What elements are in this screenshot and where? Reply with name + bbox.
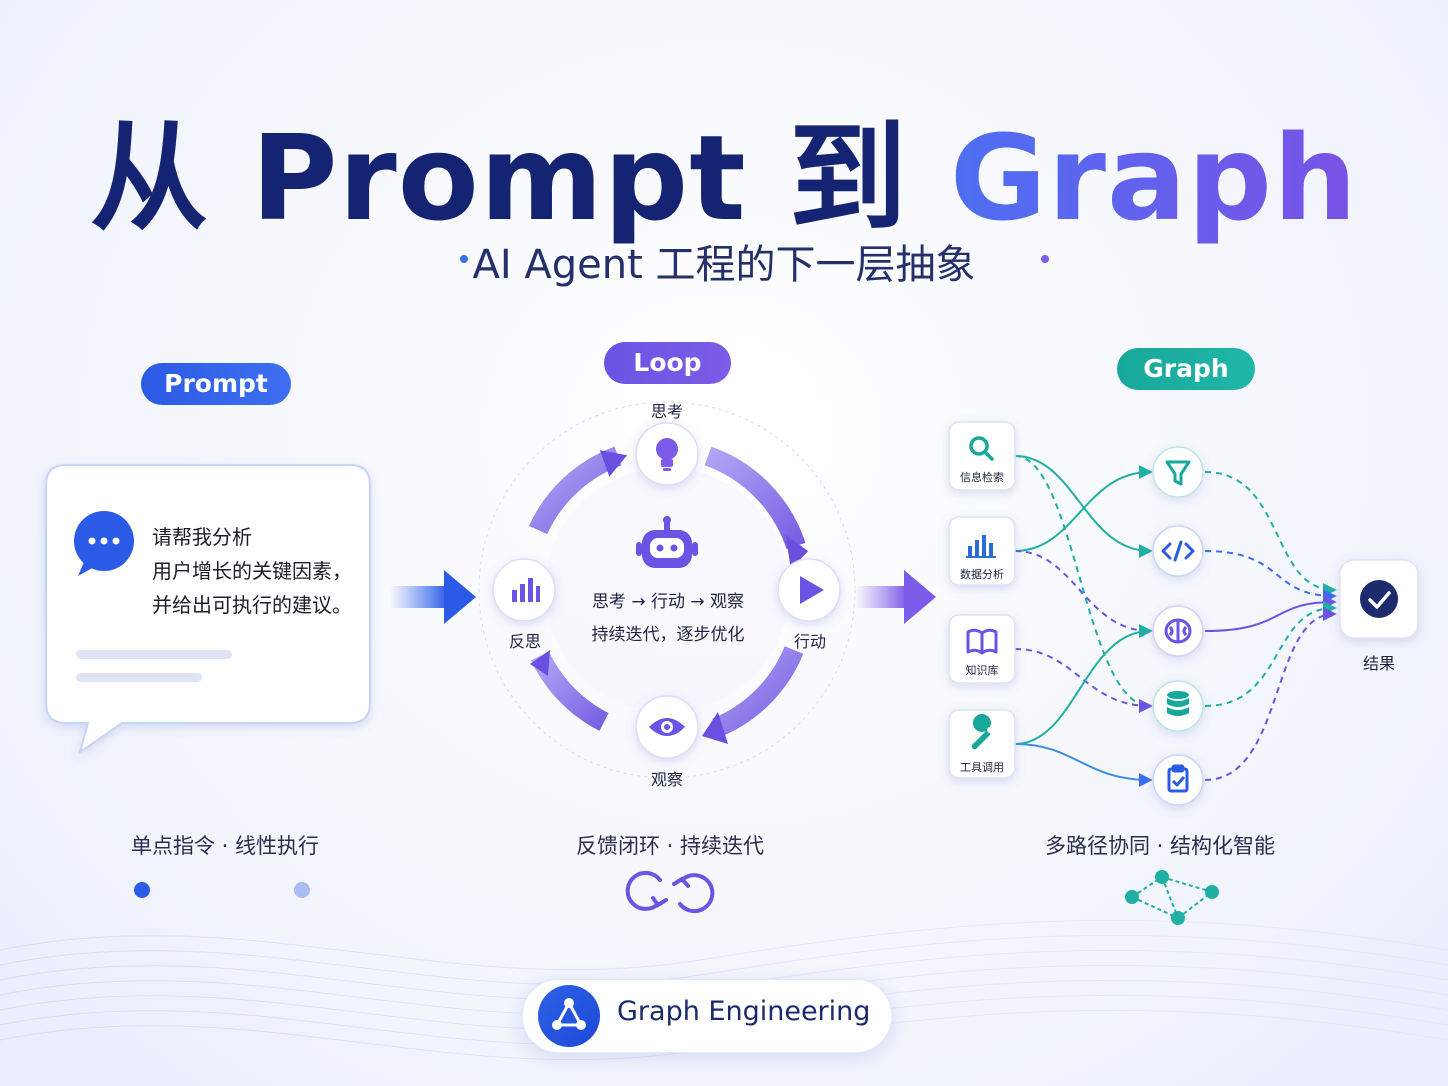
tool-label-knowledge: 知识库 <box>965 664 999 677</box>
title-part-from: 从 <box>89 109 209 247</box>
graph-engineering-icon <box>538 985 600 1047</box>
placeholder-line-2 <box>76 673 202 682</box>
bar-chart-icon <box>512 578 540 602</box>
title-part-to: 到 <box>788 109 908 247</box>
page-title: 从 Prompt 到 Graph <box>0 82 1448 247</box>
play-icon <box>800 576 824 604</box>
tool-label-search: 信息检索 <box>960 471 1004 484</box>
graph-label: Graph <box>1117 348 1255 390</box>
title-part-graph: Graph <box>949 109 1359 247</box>
loop-center-line-1: 思考 → 行动 → 观察 <box>591 592 745 612</box>
graph-caption: 多路径协同 · 结构化智能 <box>1044 834 1276 858</box>
database-icon <box>1167 691 1189 716</box>
graph-connections <box>1014 455 1337 787</box>
loop-step-think-label: 思考 <box>650 402 683 421</box>
arrow-prompt-to-loop <box>390 570 476 624</box>
graph-nodes <box>1152 446 1419 806</box>
loop-step-act-label: 行动 <box>793 632 826 651</box>
tool-label-tools: 工具调用 <box>960 761 1004 774</box>
bubble-line-1: 请帮我分析 <box>152 525 252 549</box>
brain-icon <box>1164 618 1192 644</box>
linear-progress-icon <box>134 882 310 898</box>
result-label: 结果 <box>1362 654 1395 673</box>
loop-outer-ring <box>478 401 856 779</box>
robot-icon <box>636 516 698 568</box>
prompt-caption: 单点指令 · 线性执行 <box>130 834 320 858</box>
cycle-icon <box>625 870 715 914</box>
search-icon <box>969 436 994 461</box>
chat-icon <box>74 511 134 576</box>
page-subtitle: AI Agent 工程的下一层抽象 <box>472 242 976 288</box>
subtitle-dot-left <box>460 255 468 263</box>
graph-node-filter <box>1152 446 1204 498</box>
clipboard-icon <box>1167 764 1189 793</box>
prompt-label: Prompt <box>141 363 291 405</box>
lightbulb-icon <box>656 438 678 471</box>
bubble-line-3: 并给出可执行的建议。 <box>152 593 352 617</box>
bubble-line-2: 用户增长的关键因素， <box>152 559 352 583</box>
check-icon <box>1360 580 1398 618</box>
chart-icon <box>966 535 996 558</box>
book-icon <box>966 628 998 655</box>
loop-step-observe-label: 观察 <box>650 770 683 789</box>
loop-label: Loop <box>604 342 731 384</box>
loop-center-text: 思考 → 行动 → 观察 持续迭代，逐步优化 <box>560 586 776 652</box>
wrench-icon <box>971 713 993 750</box>
prompt-bubble-text: 请帮我分析 用户增长的关键因素， 并给出可执行的建议。 <box>152 520 352 622</box>
footer-label: Graph Engineering <box>617 996 871 1027</box>
eye-icon <box>649 718 685 736</box>
placeholder-line-1 <box>76 650 232 659</box>
filter-icon <box>1165 460 1191 486</box>
loop-center-line-2: 持续迭代，逐步优化 <box>591 625 745 645</box>
tool-label-analysis: 数据分析 <box>960 568 1004 581</box>
code-icon <box>1161 540 1195 562</box>
tool-card-search <box>948 421 1016 491</box>
title-part-prompt: Prompt <box>251 109 747 247</box>
loop-arrowheads <box>530 450 809 744</box>
arrow-loop-to-graph <box>855 570 936 624</box>
loop-caption: 反馈闭环 · 持续迭代 <box>575 834 765 858</box>
nodes-icon <box>552 998 586 1030</box>
subtitle-dot-right <box>1041 255 1049 263</box>
graph-node-clipboard <box>1152 754 1204 806</box>
loop-step-reflect-label: 反思 <box>508 632 541 651</box>
loop-inner-disc <box>545 468 789 712</box>
tool-card-tools <box>948 709 1016 779</box>
share-nodes-icon <box>1125 870 1219 925</box>
